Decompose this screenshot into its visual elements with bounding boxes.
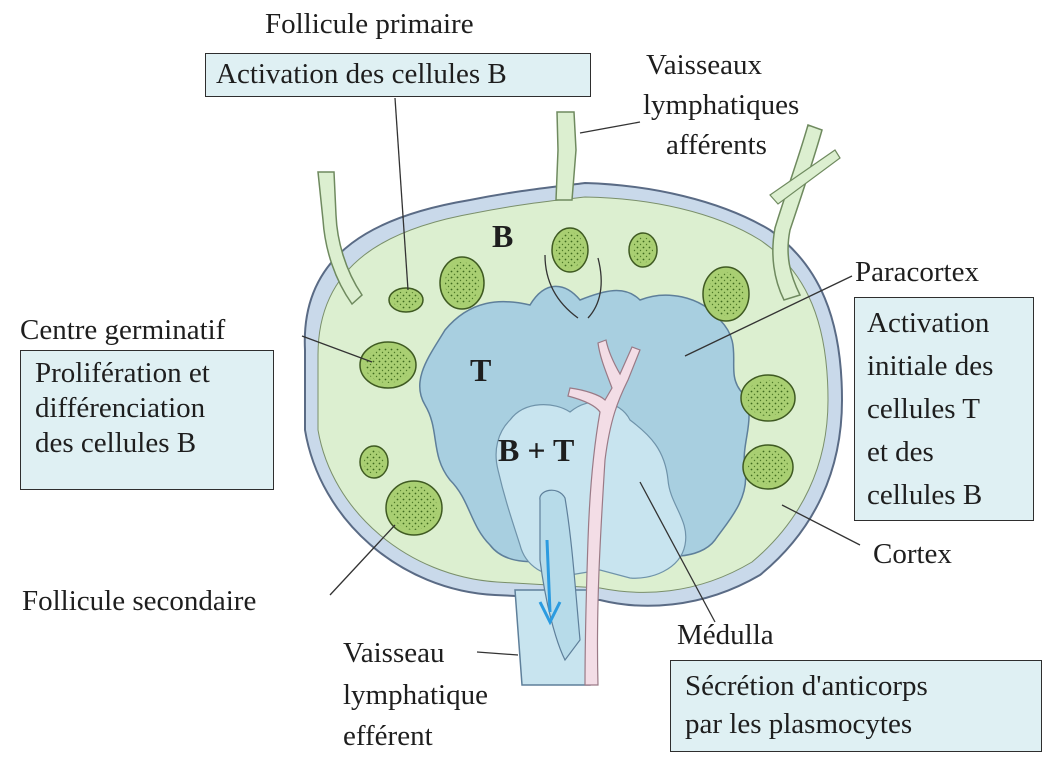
label-vaisseau-efferent-2: lymphatique — [343, 678, 488, 712]
label-vaisseaux-afferents-3: afférents — [666, 128, 767, 162]
label-centre-germinatif: Centre germinatif — [20, 313, 225, 347]
follicle — [360, 446, 388, 478]
label-vaisseau-efferent-3: efférent — [343, 719, 433, 753]
label-follicule-primaire: Follicule primaire — [265, 7, 474, 41]
zone-label-t: T — [470, 352, 491, 388]
box-secretion-line-1: Sécrétion d'anticorps — [685, 667, 1027, 705]
follicle — [552, 228, 588, 272]
box-activation-initiale-line-1: Activation — [867, 302, 1021, 345]
box-proliferation-line-1: Prolifération et — [35, 356, 259, 391]
secondary-follicle — [386, 481, 442, 535]
box-activation-initiale-line-5: cellules B — [867, 474, 1021, 517]
box-activation-initiale-line-3: cellules T — [867, 388, 1021, 431]
box-secretion-anticorps: Sécrétion d'anticorps par les plasmocyte… — [670, 660, 1042, 752]
label-vaisseaux-afferents-2: lymphatiques — [643, 88, 799, 122]
zone-label-b: B — [492, 218, 513, 254]
label-medulla: Médulla — [677, 618, 774, 652]
follicle — [440, 257, 484, 309]
follicle — [741, 375, 795, 421]
leader-vaisseau-efferent — [477, 652, 518, 655]
label-follicule-secondaire: Follicule secondaire — [22, 584, 256, 618]
follicle — [629, 233, 657, 267]
box-activation-initiale-line-2: initiale des — [867, 345, 1021, 388]
box-activation-cellules-b-text: Activation des cellules B — [216, 57, 580, 92]
label-vaisseau-efferent-1: Vaisseau — [343, 636, 444, 670]
follicle — [743, 445, 793, 489]
label-cortex: Cortex — [873, 537, 952, 571]
follicle — [389, 288, 423, 312]
box-secretion-line-2: par les plasmocytes — [685, 705, 1027, 743]
box-activation-initiale-line-4: et des — [867, 431, 1021, 474]
afferent-vessel-top — [556, 112, 576, 200]
germinal-center-follicle — [360, 342, 416, 388]
box-proliferation: Prolifération et différenciation des cel… — [20, 350, 274, 490]
follicle — [703, 267, 749, 321]
box-proliferation-line-3: des cellules B — [35, 426, 259, 461]
label-vaisseaux-afferents-1: Vaisseaux — [646, 48, 762, 82]
box-activation-cellules-b: Activation des cellules B — [205, 53, 591, 97]
box-activation-initiale: Activation initiale des cellules T et de… — [854, 297, 1034, 521]
box-proliferation-line-2: différenciation — [35, 391, 259, 426]
leader-vaisseaux-afferents — [580, 122, 640, 133]
label-paracortex: Paracortex — [855, 255, 979, 289]
zone-label-bt: B + T — [498, 432, 574, 468]
